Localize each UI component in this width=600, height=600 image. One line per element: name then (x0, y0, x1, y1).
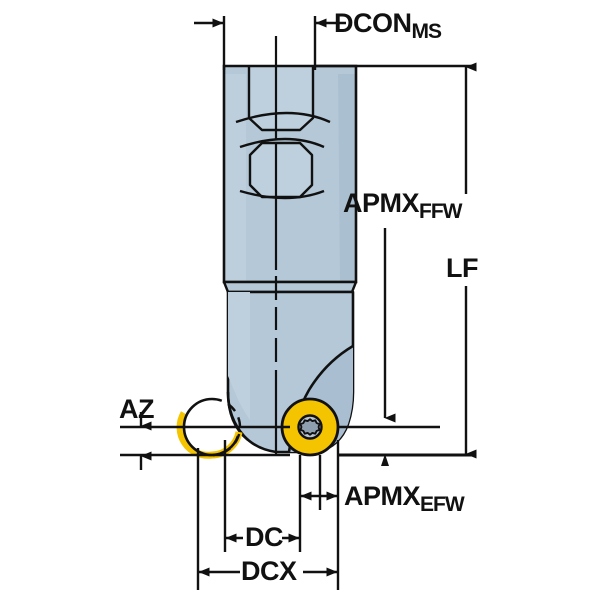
bottom-extension-lines (196, 440, 340, 590)
dim-label-dcon-ms-base: DCON (334, 8, 412, 38)
dim-label-dc-base: DC (245, 522, 284, 552)
hex-socket-lower (248, 141, 314, 199)
tool-body-group (222, 64, 358, 454)
dim-label-dcon-ms: DCONMS (334, 8, 442, 43)
dim-label-dcx-base: DCX (241, 556, 297, 586)
dim-label-apmx-efw-base: APMX (344, 481, 421, 511)
dim-az (120, 412, 290, 470)
cutter-head-highlight (228, 292, 250, 420)
dim-label-apmx-efw: APMXEFW (344, 481, 465, 516)
dim-apmx-ffw (338, 228, 440, 429)
dim-label-apmx-ffw-sub: FFW (419, 200, 462, 223)
shank-neck-ring (222, 280, 358, 294)
dim-label-az-base: AZ (119, 394, 155, 424)
hex-socket-lower-arc-top (239, 137, 325, 149)
dim-label-lf-base: LF (446, 253, 479, 283)
dim-label-apmx-ffw-base: APMX (343, 188, 420, 218)
dim-label-az: AZ (119, 394, 155, 424)
dim-label-dc: DC (245, 522, 284, 552)
hex-socket-upper-arc (235, 111, 331, 124)
dim-label-apmx-ffw: APMXFFW (343, 188, 463, 223)
lf-datum-tick-icon (381, 454, 389, 466)
shank-right-shade (338, 68, 356, 282)
dim-label-dcx: DCX (241, 558, 297, 585)
torx-star-icon (299, 418, 321, 436)
dim-label-dcon-ms-sub: MS (411, 20, 442, 43)
hex-socket-lower-arc-bottom (239, 189, 325, 200)
dim-dcon-ms (194, 16, 346, 70)
head-left-tip-edge (226, 391, 249, 442)
dim-label-lf: LF (446, 253, 479, 283)
hex-socket-upper (247, 66, 315, 132)
shank-highlight (224, 68, 246, 282)
dim-label-apmx-efw-sub: EFW (420, 493, 465, 516)
insert-right-group (280, 397, 340, 457)
